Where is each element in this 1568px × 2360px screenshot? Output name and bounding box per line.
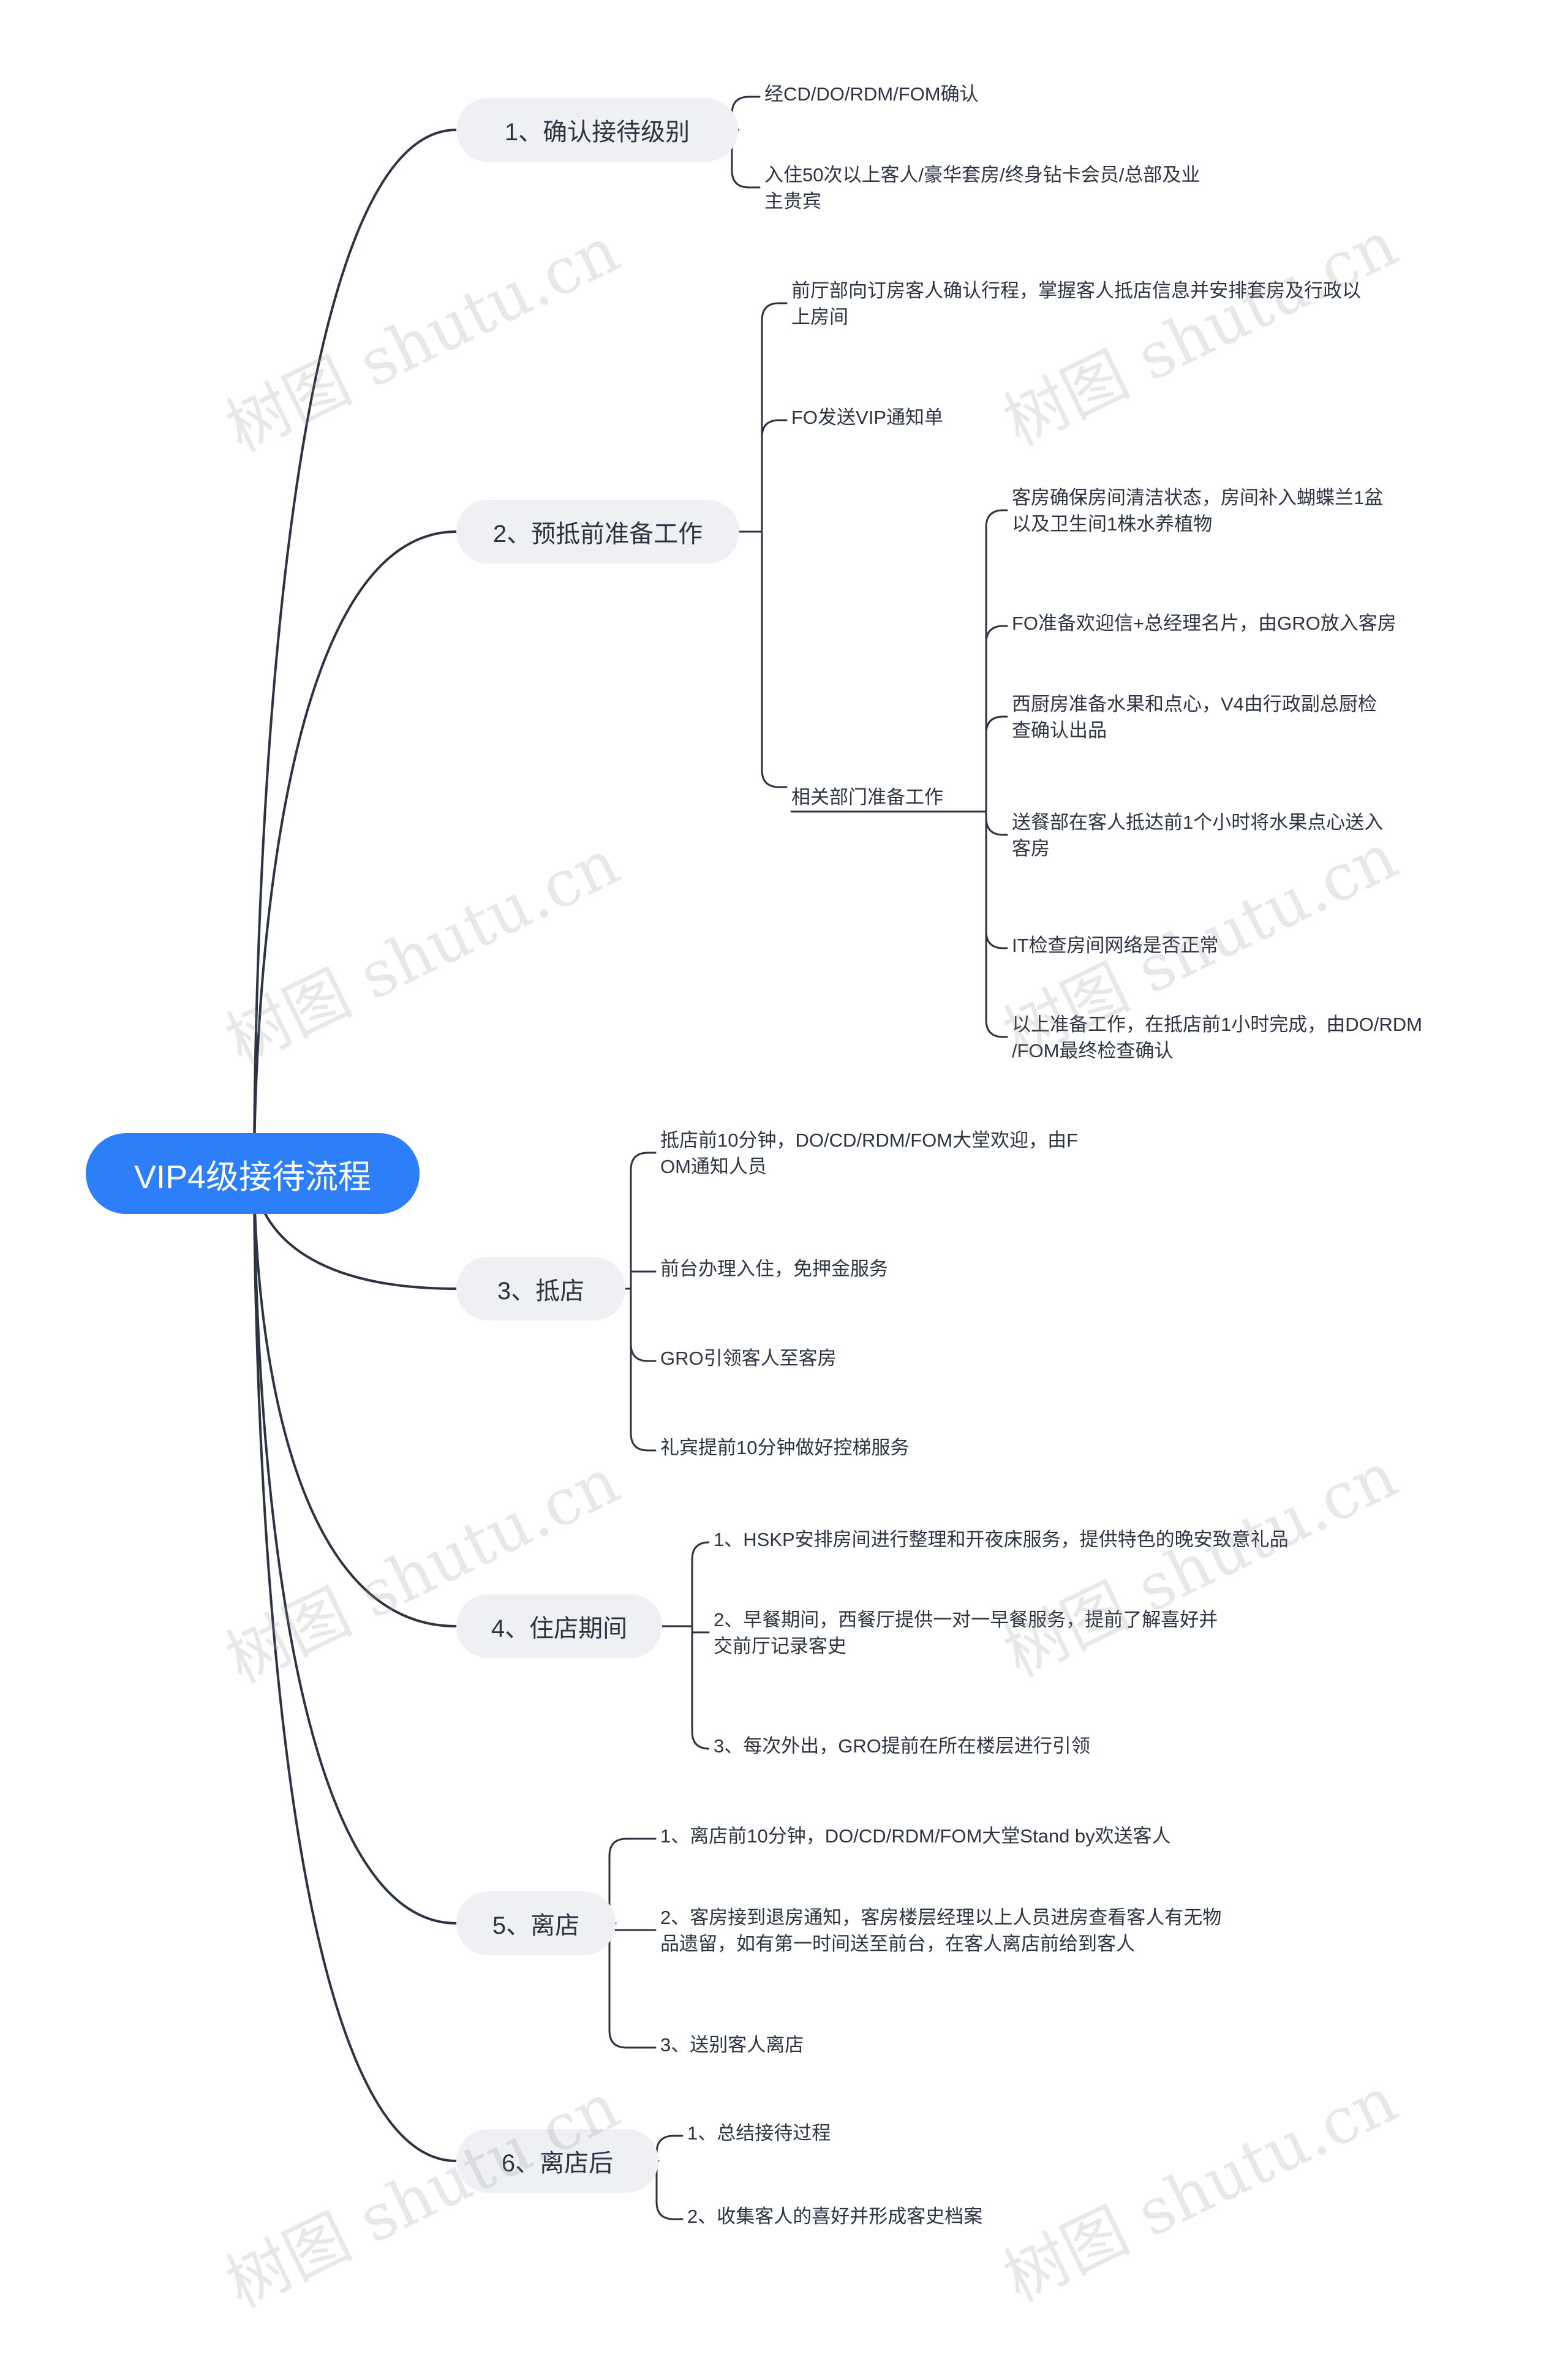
leaf-node[interactable]: 2、客房接到退房通知，客房楼层经理以上人员进房查看客人有无物 品遗留，如有第一时…: [660, 1907, 1222, 1955]
leaf-node[interactable]: 1、HSKP安排房间进行整理和开夜床服务，提供特色的晚安致意礼品: [714, 1529, 1289, 1550]
branch-topic-4[interactable]: 4、住店期间: [456, 1594, 662, 1658]
leaf-node[interactable]: 3、每次外出，GRO提前在所在楼层进行引领: [714, 1735, 1090, 1757]
leaf-node[interactable]: 客房确保房间清洁状态，房间补入蝴蝶兰1盆 以及卫生间1株水养植物: [1012, 487, 1384, 535]
root-topic[interactable]: VIP4级接待流程: [86, 1133, 420, 1214]
leaf-node[interactable]: 送餐部在客人抵达前1个小时将水果点心送入 客房: [1012, 812, 1384, 859]
leaf-node[interactable]: 入住50次以上客人/豪华套房/终身钻卡会员/总部及业 主贵宾: [764, 164, 1200, 212]
leaf-node[interactable]: FO发送VIP通知单: [791, 407, 944, 428]
leaf-node[interactable]: 礼宾提前10分钟做好控梯服务: [660, 1437, 910, 1458]
leaf-node[interactable]: 经CD/DO/RDM/FOM确认: [764, 83, 979, 105]
branch-topic-6[interactable]: 6、离店后: [456, 2129, 658, 2193]
leaf-node[interactable]: IT检查房间网络是否正常: [1012, 935, 1219, 956]
branch-topic-2[interactable]: 2、预抵前准备工作: [456, 500, 739, 564]
leaf-node[interactable]: 前厅部向订房客人确认行程，掌握客人抵店信息并安排套房及行政以 上房间: [791, 280, 1361, 328]
branch-topic-5[interactable]: 5、离店: [456, 1891, 616, 1955]
leaf-node[interactable]: 抵店前10分钟，DO/CD/RDM/FOM大堂欢迎，由F OM通知人员: [660, 1129, 1078, 1177]
leaf-node[interactable]: 3、送别客人离店: [660, 2034, 804, 2056]
leaf-node[interactable]: 以上准备工作，在抵店前1小时完成，由DO/RDM /FOM最终检查确认: [1012, 1014, 1422, 1061]
leaf-node[interactable]: 2、收集客人的喜好并形成客史档案: [687, 2206, 983, 2227]
leaf-node[interactable]: GRO引领客人至客房: [660, 1348, 837, 1369]
subtopic-related-departments[interactable]: 相关部门准备工作: [791, 786, 943, 808]
branch-topic-3[interactable]: 3、抵店: [456, 1257, 625, 1321]
leaf-node[interactable]: 前台办理入住，免押金服务: [660, 1258, 888, 1280]
leaf-node[interactable]: 1、总结接待过程: [687, 2122, 831, 2144]
branch-topic-1[interactable]: 1、确认接待级别: [456, 98, 738, 162]
leaf-node[interactable]: 西厨房准备水果和点心，V4由行政副总厨检 查确认出品: [1012, 693, 1377, 741]
leaf-node[interactable]: 2、早餐期间，西餐厅提供一对一早餐服务，提前了解喜好并 交前厅记录客史: [714, 1609, 1218, 1657]
leaf-node[interactable]: FO准备欢迎信+总经理名片，由GRO放入客房: [1012, 613, 1396, 634]
leaf-node[interactable]: 1、离店前10分钟，DO/CD/RDM/FOM大堂Stand by欢送客人: [660, 1825, 1171, 1847]
